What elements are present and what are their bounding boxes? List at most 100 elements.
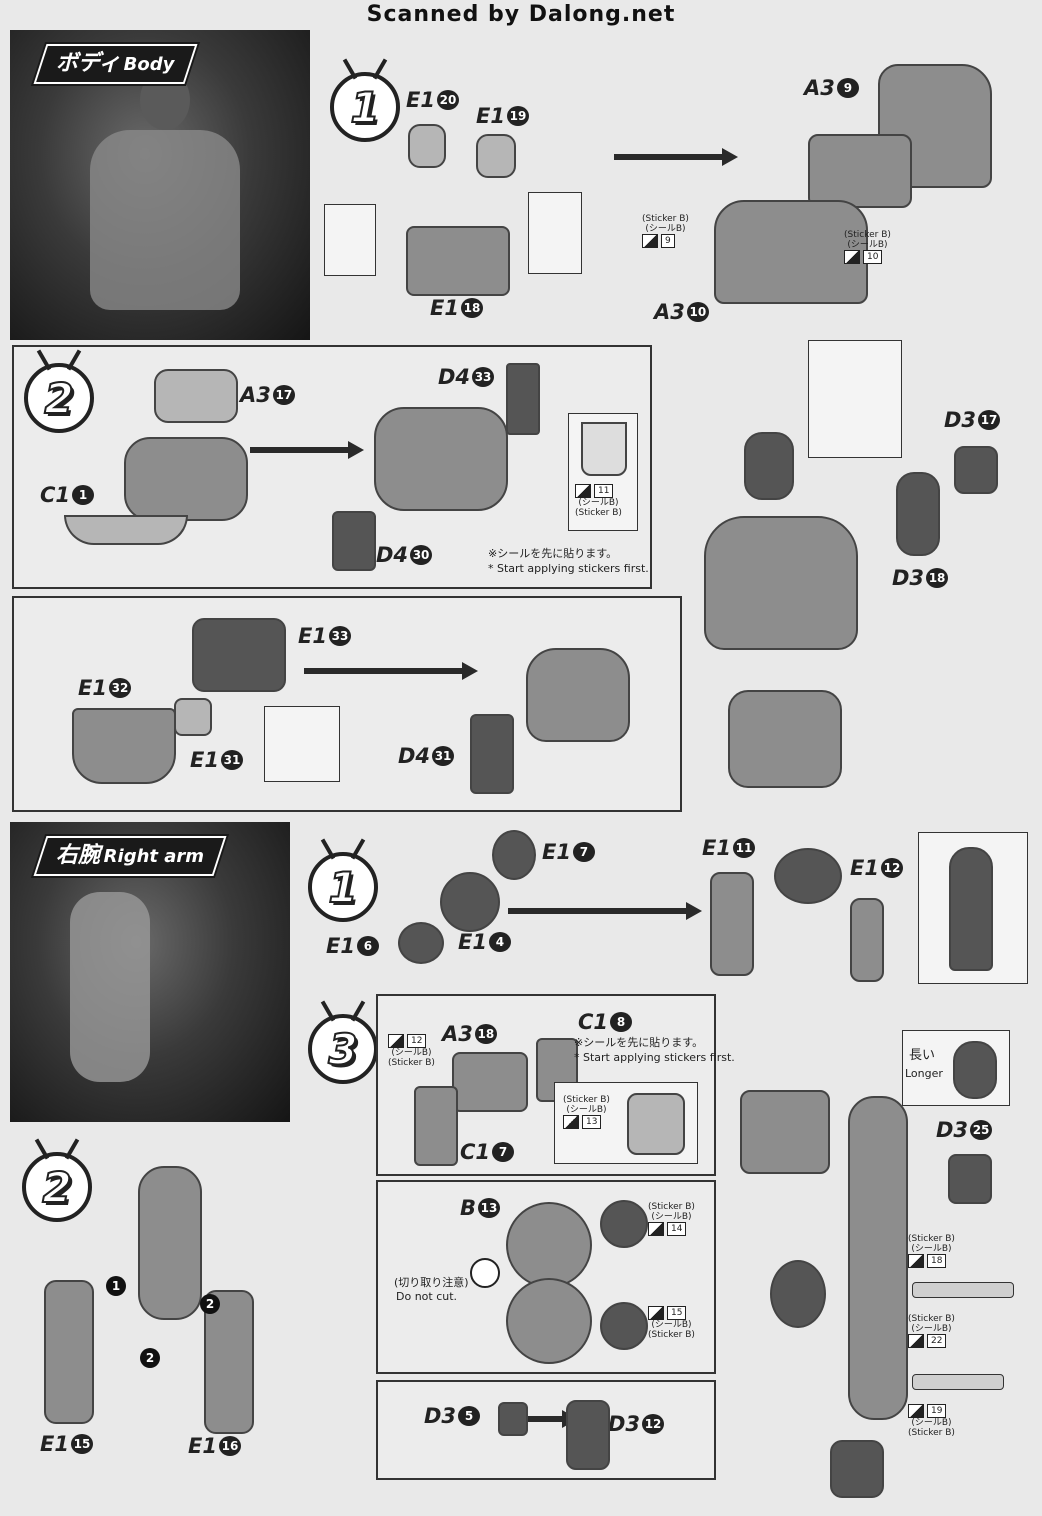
part-hand <box>830 1440 884 1498</box>
scanner-watermark: Scanned by Dalong.net <box>366 2 676 27</box>
arm-silhouette <box>70 892 150 1082</box>
shoulder-frame-detail <box>949 847 993 971</box>
do-not-cut-en: Do not cut. <box>396 1290 458 1303</box>
shoulder-detail-inset <box>808 340 902 458</box>
part-e1-4 <box>440 872 500 932</box>
torso-silhouette <box>90 130 240 310</box>
part-c1-1 <box>64 515 188 545</box>
part-a3-10 <box>714 200 868 304</box>
part-d3-12 <box>566 1400 610 1470</box>
part-d4-33 <box>506 363 540 435</box>
part-e1-19 <box>476 134 516 178</box>
part-e1-11 <box>774 848 842 904</box>
sticker-18-ref: (Sticker B) (シールB) 18 <box>908 1234 955 1268</box>
part-chest-core <box>808 134 912 208</box>
part-waist-final <box>728 690 842 788</box>
longer-jp: 長い <box>909 1048 936 1063</box>
part-e1-16 <box>204 1290 254 1434</box>
part-d4-31 <box>470 714 514 794</box>
part-a3-18 <box>452 1052 528 1112</box>
part-upper-arm <box>138 1166 202 1320</box>
part-e1-6 <box>398 922 444 964</box>
part-e1-18 <box>406 226 510 296</box>
part-c1-7 <box>414 1086 458 1166</box>
part-d3-17 <box>954 446 998 494</box>
sticker-note-jp-arm: ※シールを先に貼ります。 <box>574 1036 704 1049</box>
joint-detail-inset-right <box>528 192 582 274</box>
part-d3-18 <box>896 472 940 556</box>
part-b-13-upper <box>506 1202 592 1288</box>
longer-en: Longer <box>905 1067 943 1080</box>
body-step2-badge: 2 <box>24 363 94 433</box>
part-chest-assembled <box>704 516 858 650</box>
part-elbow-joint <box>770 1260 826 1328</box>
do-not-cut-icon <box>470 1258 500 1288</box>
sticker-note-en: * Start applying stickers first. <box>488 562 649 575</box>
body-title-en: Body <box>124 54 175 75</box>
do-not-cut-jp: (切り取り注意) <box>394 1276 469 1289</box>
part-d4-30 <box>332 511 376 571</box>
sticker-note-jp: ※シールを先に貼ります。 <box>488 547 618 560</box>
arm-step3-badge: 3 <box>308 1014 378 1084</box>
buckle-detail <box>581 422 627 476</box>
step-arrow <box>304 662 478 680</box>
e1-31-detail-inset <box>264 706 340 782</box>
longer-detail <box>953 1041 997 1099</box>
joint-detail-inset-left <box>324 204 376 276</box>
hand-arrow <box>528 1410 578 1428</box>
sticker-15-disc <box>600 1302 648 1350</box>
part-b-13-lower <box>506 1278 592 1364</box>
part-arm-assembled <box>848 1096 908 1420</box>
sticker-9-ref: (Sticker B) (シールB) 9 <box>642 214 689 248</box>
step-arrow <box>250 441 364 459</box>
arm-title-jp: 右腕 <box>56 843 101 868</box>
part-e1-12 <box>850 898 884 982</box>
sticker-11-inset: 11 (シールB) (Sticker B) <box>568 413 638 531</box>
sticker-13-part <box>627 1093 685 1155</box>
sticker-15-ref: 15 (シールB) (Sticker B) <box>648 1306 695 1340</box>
sticker-14-ref: (Sticker B) (シールB) 14 <box>648 1202 695 1236</box>
part-torso-assembled <box>374 407 508 511</box>
part-a3-17 <box>154 369 238 423</box>
part-e1-33 <box>192 618 286 692</box>
shoulder-frame-inset <box>918 832 1028 984</box>
sticker-13-ref: (Sticker B) (シールB) 13 <box>563 1095 610 1129</box>
arm-step1-badge: 1 <box>308 852 378 922</box>
assembly-marker-2b: 2 <box>140 1348 160 1368</box>
part-shoulder-armor <box>740 1090 830 1174</box>
sticker-19-strip <box>912 1374 1004 1390</box>
part-e1-32 <box>72 708 176 784</box>
sticker-10-ref: (Sticker B) (シールB) 10 <box>844 230 891 264</box>
part-neck-joint <box>744 432 794 500</box>
arm-step2-badge: 2 <box>22 1152 92 1222</box>
